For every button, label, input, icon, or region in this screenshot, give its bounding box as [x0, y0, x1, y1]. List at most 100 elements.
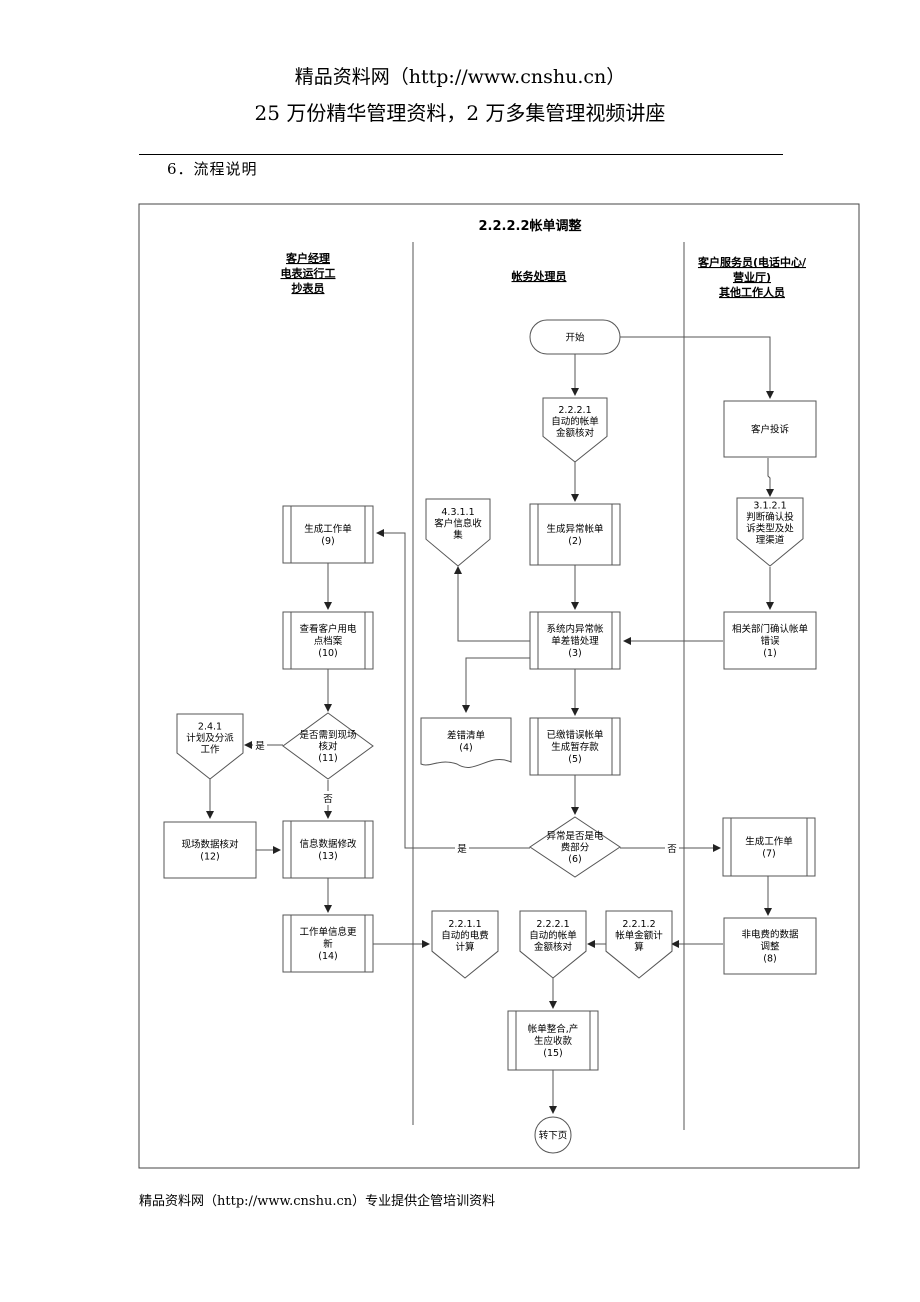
gen_work_order_9-text-1: (9) — [321, 536, 334, 547]
diagram-frame — [138, 203, 860, 1169]
auto_check_top-text-0: 2.2.2.1 — [558, 405, 591, 416]
lane-header-0-1: 电表运行工 — [281, 266, 336, 280]
is_elec_fee-text-1: 费部分 — [561, 842, 590, 854]
plan_dispatch-text-1: 计划及分派 — [186, 732, 234, 744]
header-line-1: 精品资料网（http://www.cnshu.cn） — [294, 66, 626, 88]
error_list-text-0: 差错清单 — [447, 730, 486, 742]
confirm_bill_error-text-0: 相关部门确认帐单 — [732, 623, 809, 635]
onsite_check-text-0: 现场数据核对 — [181, 839, 239, 851]
diagram-title: 2.2.2.2帐单调整 — [479, 218, 583, 234]
need_onsite-text-1: 核对 — [318, 741, 338, 753]
judge_complaint-text-1: 判断确认投 — [746, 511, 794, 523]
label-yes-11: 是 — [255, 741, 265, 752]
view_archive-text-2: (10) — [318, 648, 338, 659]
footer-text: 精品资料网（http://www.cnshu.cn）专业提供企管培训资料 — [139, 1194, 496, 1209]
info_modify-text-0: 信息数据修改 — [299, 838, 357, 850]
view_archive-text-0: 查看客户用电 — [299, 623, 357, 635]
paid_error_bill-text-0: 已缴错误帐单 — [546, 729, 604, 741]
error_list-text-1: (4) — [459, 743, 472, 754]
auto_check_bottom-text-0: 2.2.2.1 — [536, 919, 569, 930]
node-next-page: 转下页 — [534, 1116, 572, 1154]
judge_complaint-text-2: 诉类型及处 — [746, 523, 794, 535]
view_archive-text-1: 点档案 — [314, 635, 343, 647]
node-gen-abnormal-bill: 生成异常帐单(2) — [529, 503, 621, 566]
label-no-6: 否 — [667, 844, 677, 855]
info_collect-text-2: 集 — [453, 529, 463, 541]
plan_dispatch-text-0: 2.4.1 — [198, 721, 222, 732]
onsite_check-text-1: (12) — [200, 852, 220, 863]
sys_error_proc-text-2: (3) — [568, 648, 581, 659]
lane-header-2-2: 其他工作人员 — [719, 285, 785, 299]
header-line-2: 25 万份精华管理资料，2 万多集管理视频讲座 — [254, 101, 666, 125]
section-title: 6．流程说明 — [167, 160, 258, 178]
confirm_bill_error-text-1: 错误 — [760, 635, 780, 647]
is_elec_fee-text-2: (6) — [568, 854, 581, 865]
node-start: 开始 — [529, 319, 621, 355]
sys_error_proc-text-0: 系统内异常帐 — [546, 623, 604, 635]
auto_check_top-text-1: 自动的帐单 — [551, 416, 599, 428]
bill_integrate-text-1: 生应收款 — [534, 1035, 573, 1047]
lane-header-1-0: 帐务处理员 — [512, 269, 567, 283]
lane-header-0-2: 抄表员 — [292, 281, 325, 295]
work_order_update-text-0: 工作单信息更 — [299, 926, 357, 938]
auto_check_bottom-text-1: 自动的帐单 — [529, 930, 577, 942]
node-onsite-check: 现场数据核对(12) — [163, 821, 257, 879]
auto_check_bottom-text-2: 金额核对 — [534, 941, 573, 953]
auto_elec_calc-text-2: 计算 — [455, 941, 474, 953]
non_elec_adjust-text-1: 调整 — [760, 941, 780, 953]
bill_calc-text-1: 帐单金额计 — [615, 930, 663, 942]
lane-header-0-0: 客户经理 — [285, 251, 330, 265]
info_modify-text-1: (13) — [318, 851, 338, 862]
node-complaint: 客户投诉 — [723, 400, 817, 458]
edge-decision6-yes — [376, 529, 530, 849]
lane-header-2-1: 营业厅) — [733, 270, 771, 284]
node-info-modify: 信息数据修改(13) — [282, 820, 374, 879]
bill_integrate-text-0: 帐单整合,产 — [528, 1023, 579, 1035]
auto_elec_calc-text-0: 2.2.1.1 — [448, 919, 481, 930]
gen_abnormal_bill-text-1: (2) — [568, 536, 581, 547]
label-no-11: 否 — [323, 794, 333, 805]
non_elec_adjust-text-2: (8) — [763, 954, 776, 965]
auto_check_top-text-2: 金额核对 — [556, 427, 595, 439]
edge-complaint-judge — [766, 458, 774, 497]
gen_work_order_9-text-0: 生成工作单 — [304, 523, 352, 535]
gen_abnormal_bill-text-0: 生成异常帐单 — [546, 523, 604, 535]
judge_complaint-text-3: 理渠道 — [756, 534, 785, 546]
paid_error_bill-text-2: (5) — [568, 754, 581, 765]
sys_error_proc-text-1: 单差错处理 — [551, 635, 599, 647]
confirm_bill_error-text-2: (1) — [763, 648, 776, 659]
lane-header-2-0: 客户服务员(电话中心/ — [697, 255, 807, 269]
work_order_update-text-1: 新 — [323, 938, 333, 950]
node-error-list: 差错清单(4) — [420, 717, 512, 768]
bill_calc-text-2: 算 — [634, 941, 644, 953]
need_onsite-text-0: 是否需到现场 — [299, 729, 356, 741]
info_collect-text-0: 4.3.1.1 — [441, 507, 474, 518]
edge-proc-collect — [454, 566, 530, 642]
edge-start-complaint — [620, 336, 774, 399]
header-rule — [139, 154, 783, 155]
judge_complaint-text-0: 3.1.2.1 — [753, 501, 786, 512]
non_elec_adjust-text-0: 非电费的数据 — [741, 929, 799, 941]
complaint-text-0: 客户投诉 — [751, 424, 790, 436]
need_onsite-text-2: (11) — [318, 753, 338, 764]
node-gen-work-order-9: 生成工作单(9) — [282, 505, 374, 564]
gen_work_order_7-text-1: (7) — [762, 849, 775, 860]
label-yes-6: 是 — [457, 844, 467, 855]
is_elec_fee-text-0: 异常是否是电 — [546, 830, 604, 842]
node-gen-work-order-7: 生成工作单(7) — [722, 817, 816, 877]
